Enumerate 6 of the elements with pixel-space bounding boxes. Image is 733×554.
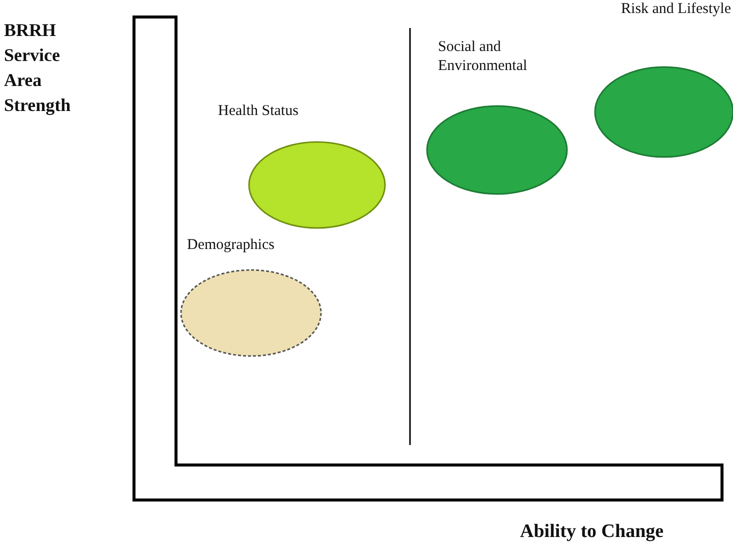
axis-title: Ability to Change [520, 520, 665, 544]
category-label: Social and Environmental [438, 38, 528, 76]
category-label: Risk and Lifestyle [620, 0, 731, 19]
axis-title: BRRH Service Area Strength [4, 19, 72, 117]
category-label: Demographics [187, 236, 276, 255]
category-label: Health Status [218, 102, 300, 121]
